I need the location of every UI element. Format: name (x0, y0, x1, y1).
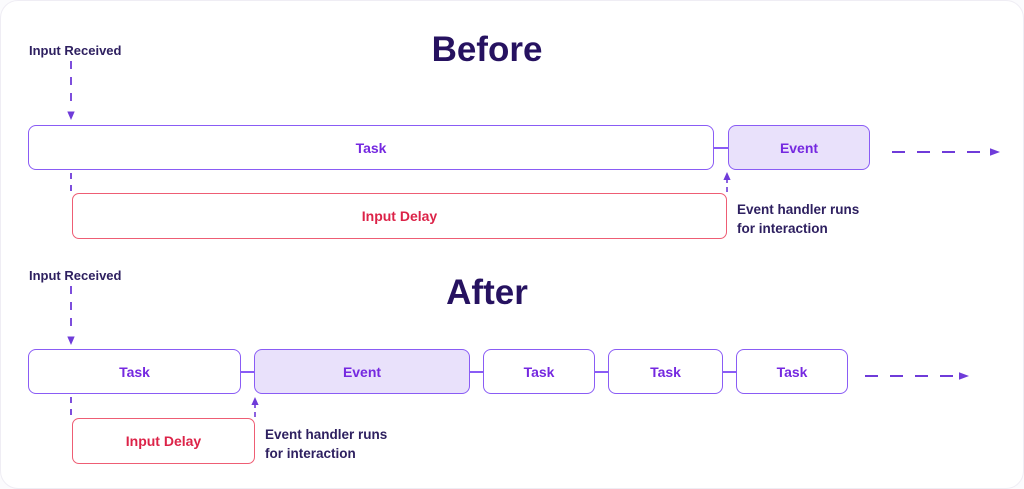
after-connector-2 (470, 371, 483, 373)
before-task-box: Task (28, 125, 714, 170)
after-connector-1 (241, 371, 254, 373)
after-note-line1: Event handler runs (265, 427, 388, 442)
after-task-box-3: Task (608, 349, 723, 394)
up-arrow-icon (723, 172, 731, 192)
after-task-box-4: Task (736, 349, 848, 394)
after-input-received-label: Input Received (29, 268, 122, 283)
after-task-label-1: Task (119, 363, 150, 380)
before-input-delay-label: Input Delay (361, 208, 438, 224)
dashed-right-arrow-icon (892, 148, 1000, 156)
before-input-delay-box: Input Delay (72, 193, 727, 239)
after-task-box-2: Task (483, 349, 595, 394)
after-task-label-3: Task (650, 363, 681, 380)
after-note-line2: for interaction (265, 446, 356, 461)
before-event-box: Event (728, 125, 870, 170)
after-input-delay-box: Input Delay (72, 418, 255, 464)
after-event-handler-note: Event handler runs for interaction (265, 425, 387, 463)
after-task-box-1: Task (28, 349, 241, 394)
before-input-received-label: Input Received (29, 43, 122, 58)
before-title: Before (431, 30, 543, 69)
before-event-label: Event (779, 139, 819, 156)
before-note-line1: Event handler runs (737, 202, 860, 217)
down-arrow-icon (67, 61, 75, 120)
after-connector-3 (595, 371, 608, 373)
before-event-handler-note: Event handler runs for interaction (737, 200, 859, 238)
after-task-label-2: Task (523, 363, 555, 380)
after-event-box: Event (254, 349, 470, 394)
dashed-line-icon (70, 397, 72, 416)
after-connector-4 (723, 371, 736, 373)
after-title: After (446, 273, 528, 312)
dashed-right-arrow-icon (865, 372, 969, 380)
dashed-line-icon (70, 173, 72, 192)
before-note-line2: for interaction (737, 221, 828, 236)
up-arrow-icon (251, 397, 259, 417)
after-task-label-4: Task (776, 363, 808, 380)
down-arrow-icon (67, 286, 75, 345)
before-task-label: Task (355, 139, 387, 156)
before-task-event-connector (714, 147, 728, 149)
after-event-label: Event (342, 363, 382, 380)
after-input-delay-label: Input Delay (125, 433, 202, 449)
